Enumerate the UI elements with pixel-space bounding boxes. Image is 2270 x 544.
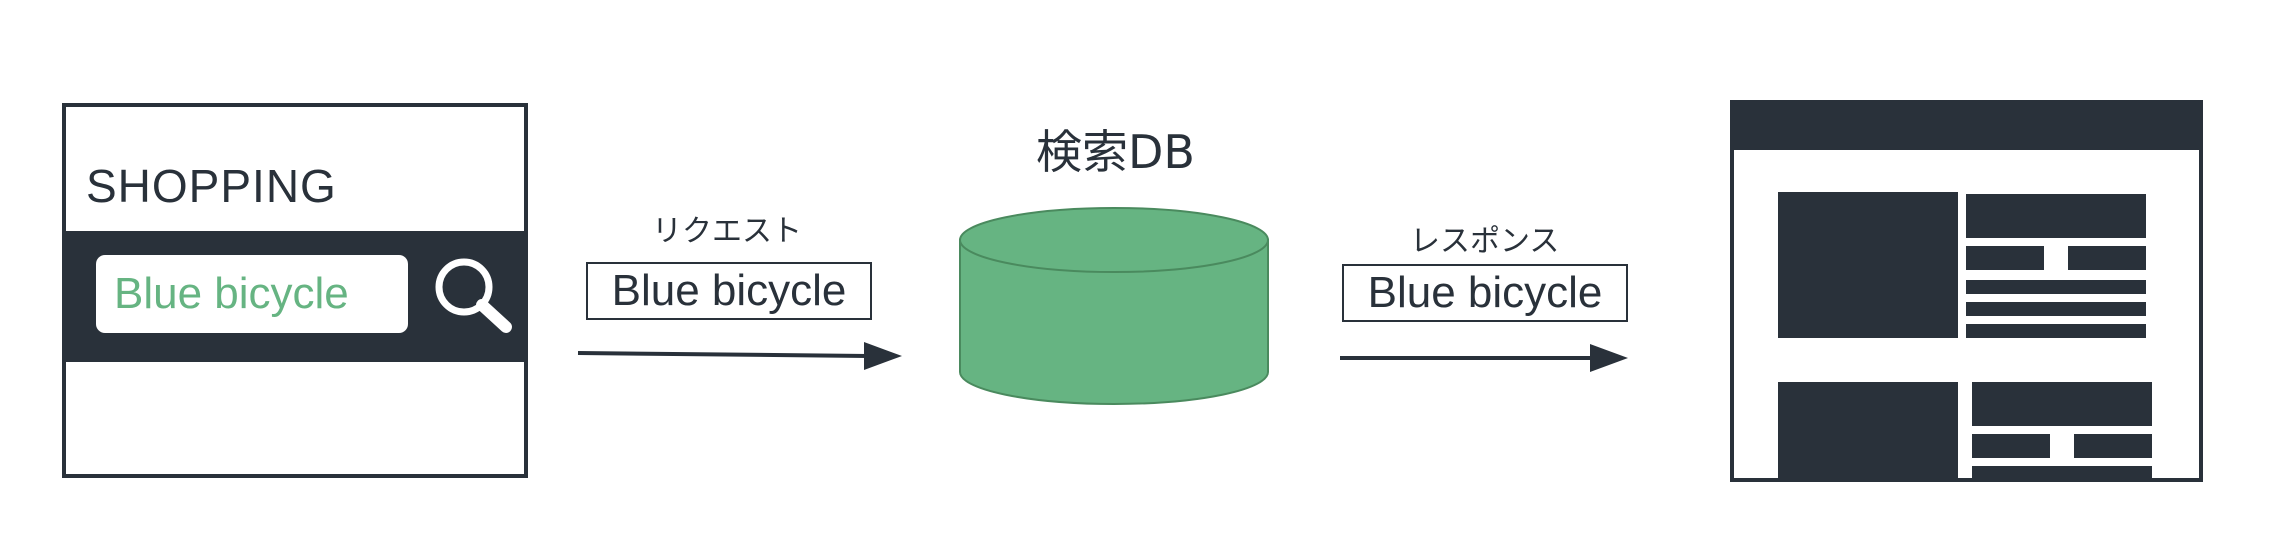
request-query-box: Blue bicycle — [586, 262, 872, 320]
response-label: レスポンス — [1410, 224, 1560, 259]
request-label: リクエスト — [652, 214, 802, 249]
search-input[interactable]: Blue bicycle — [96, 255, 408, 333]
database-label: 検索DB — [1036, 125, 1195, 179]
search-icon[interactable] — [432, 255, 514, 337]
database-cylinder-icon — [959, 207, 1269, 405]
response-arrow-icon — [1340, 344, 1628, 372]
response-query-box: Blue bicycle — [1342, 264, 1628, 322]
request-arrow-icon — [577, 342, 902, 370]
shopping-page-mockup: SHOPPING Blue bicycle — [62, 103, 528, 478]
result-page-mockup — [1730, 100, 2203, 482]
search-bar: Blue bicycle — [66, 231, 524, 362]
shop-title: SHOPPING — [86, 160, 337, 212]
